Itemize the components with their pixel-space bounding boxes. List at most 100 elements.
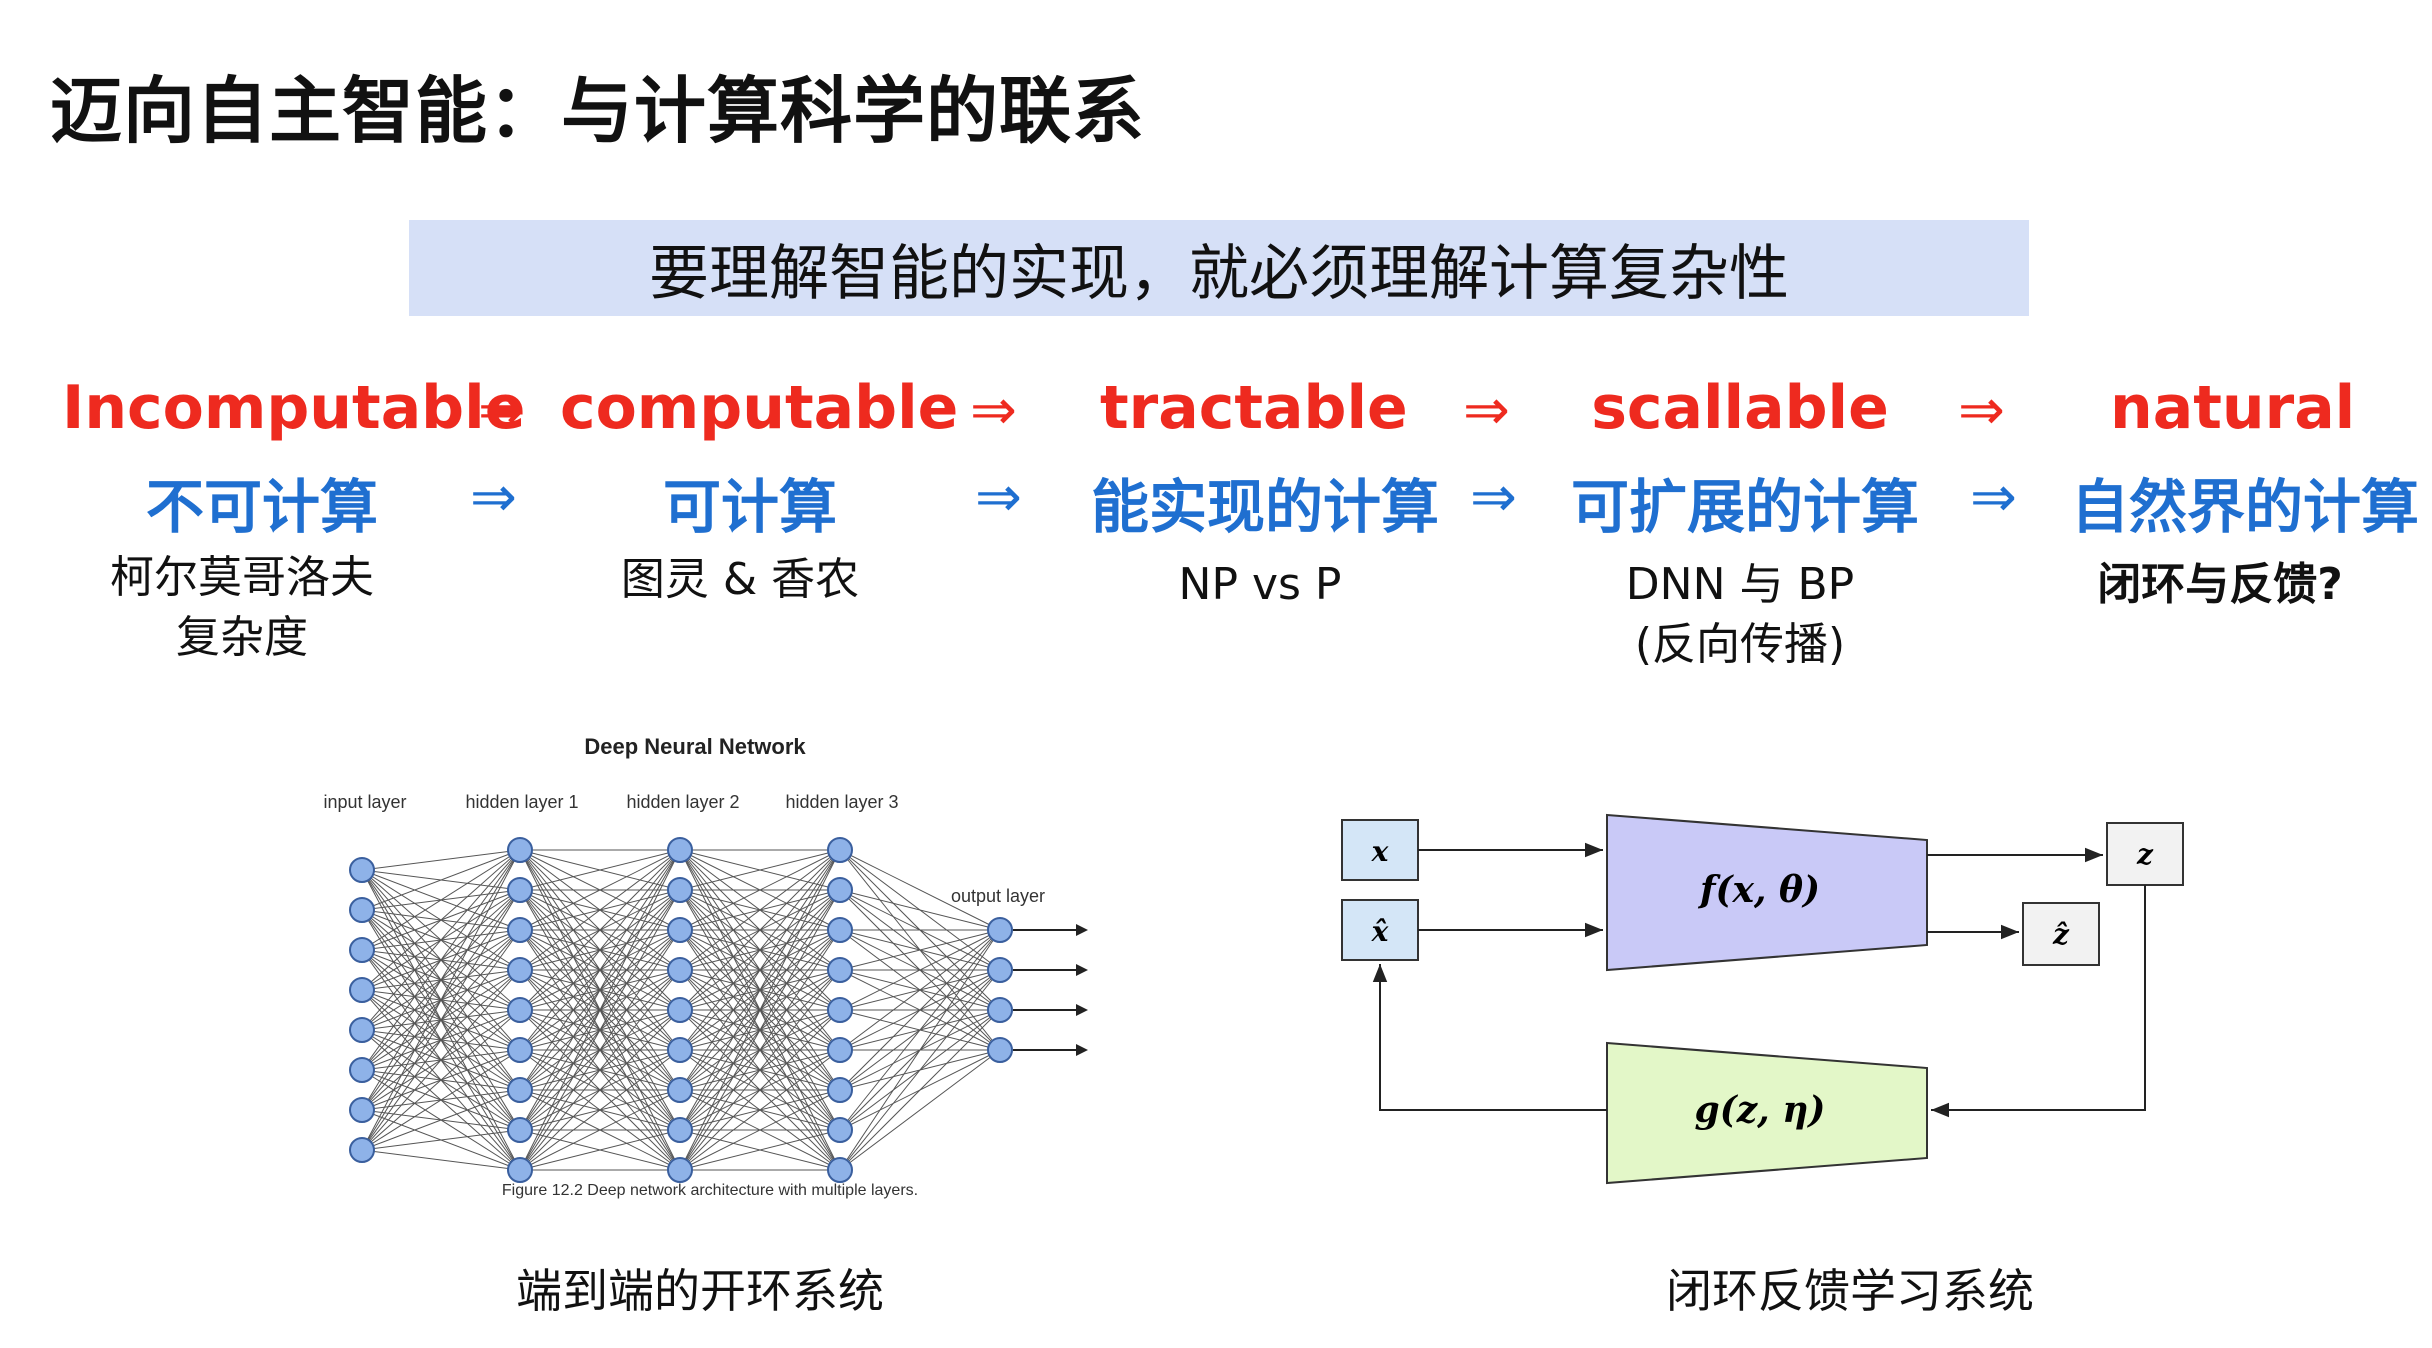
dnn-neuron	[507, 1157, 533, 1183]
dnn-neuron	[987, 957, 1013, 983]
dnn-connection	[361, 849, 521, 911]
dnn-connection	[361, 1009, 521, 1151]
stage-en-incomputable: Incomputable	[62, 373, 526, 443]
dnn-neuron	[667, 957, 693, 983]
stage-note-scallable: DNN 与 BP (反向传播)	[1580, 555, 1900, 675]
dnn-connection	[519, 849, 681, 1131]
arrow-right-icon: ⇒	[470, 465, 517, 530]
input-x-box	[1341, 819, 1419, 881]
banner-text: 要理解智能的实现，就必须理解计算复杂性	[649, 238, 1789, 309]
dnn-connection	[679, 849, 841, 1051]
dnn-connection	[519, 849, 681, 1171]
dnn-neuron	[349, 1057, 375, 1083]
dnn-neuron	[349, 897, 375, 923]
dnn-connection	[361, 969, 521, 1151]
note-line: 柯尔莫哥洛夫	[110, 552, 374, 603]
dnn-connection	[679, 929, 841, 1171]
dnn-connection	[519, 849, 681, 1091]
arrow-right-icon: ⇒	[1470, 465, 1517, 530]
arrow-right-icon: ⇒	[478, 378, 525, 443]
dnn-connection	[839, 929, 1001, 1171]
dnn-neuron	[827, 1037, 853, 1063]
dnn-connection	[679, 849, 841, 891]
dnn-neuron	[827, 997, 853, 1023]
dnn-connection	[839, 1009, 1001, 1171]
dnn-connection	[519, 1049, 681, 1171]
dnn-caption: 端到端的开环系统	[516, 1264, 884, 1318]
dnn-title: Deep Neural Network	[584, 734, 806, 759]
dnn-connection	[679, 1049, 841, 1171]
stage-zh-incomputable: 不可计算	[145, 473, 378, 541]
encoder-label: f(x, θ)	[1697, 869, 1820, 911]
dnn-neuron	[507, 1037, 533, 1063]
input-x-label: x	[1371, 835, 1389, 868]
output-zhat-box	[2022, 902, 2100, 966]
dnn-connection	[519, 1089, 681, 1171]
note-line: 复杂度	[176, 612, 308, 663]
dnn-neuron	[349, 937, 375, 963]
dnn-neuron	[349, 857, 375, 883]
dnn-layer-label: input layer	[323, 792, 406, 812]
stage-zh-scallable: 可扩展的计算	[1570, 473, 1919, 541]
dnn-connection	[679, 849, 841, 1171]
dnn-connection	[519, 849, 681, 931]
dnn-neuron	[349, 977, 375, 1003]
dnn-neuron	[667, 1117, 693, 1143]
dnn-neuron	[987, 1037, 1013, 1063]
encoder-block	[1606, 813, 1928, 972]
output-zhat-label: ẑ	[2052, 918, 2070, 951]
input-xhat-label: x̂	[1371, 915, 1389, 948]
dnn-neuron	[667, 997, 693, 1023]
stage-en-computable: computable	[560, 373, 959, 443]
dnn-neuron	[827, 957, 853, 983]
dnn-connection	[519, 1129, 681, 1171]
dnn-connection	[679, 849, 841, 1091]
dnn-connection	[361, 1089, 521, 1151]
dnn-figure: Deep Neural Network input layer hidden l…	[323, 734, 1088, 1199]
dnn-layer-label: hidden layer 2	[626, 792, 739, 812]
dnn-neuron	[667, 837, 693, 863]
arrow-head-icon	[1076, 1044, 1088, 1056]
dnn-neuron	[507, 837, 533, 863]
dnn-neuron	[827, 1077, 853, 1103]
dnn-neuron	[349, 1137, 375, 1163]
dnn-neuron	[507, 1117, 533, 1143]
dnn-connection	[519, 969, 681, 1171]
dnn-connection	[839, 929, 1001, 1011]
dnn-neuron	[667, 1037, 693, 1063]
note-line: DNN 与 BP	[1625, 559, 1855, 610]
dnn-layer-label: hidden layer 3	[785, 792, 898, 812]
arrow-right-icon: ⇒	[970, 378, 1017, 443]
dnn-neuron	[827, 1117, 853, 1143]
dnn-connection	[679, 849, 841, 1131]
stage-en-natural: natural	[2110, 373, 2356, 443]
dnn-neuron	[827, 877, 853, 903]
dnn-connection	[519, 849, 681, 971]
arrow-right-icon: ⇒	[975, 465, 1022, 530]
dnn-connection	[361, 849, 521, 1071]
dnn-connection	[839, 969, 1001, 1171]
dnn-neuron	[667, 1077, 693, 1103]
dnn-connection	[839, 1049, 1001, 1171]
closed-loop-diagram: x x̂ f(x, θ) g(z, η) z ẑ	[1341, 813, 2184, 1185]
stage-note-incomputable: 柯尔莫哥洛夫 复杂度	[82, 548, 402, 668]
dnn-connection	[361, 849, 521, 951]
dnn-connection	[519, 889, 681, 1171]
dnn-connection	[839, 889, 1001, 931]
dnn-connection	[519, 1009, 681, 1171]
dnn-connection	[361, 1149, 521, 1171]
dnn-neuron	[987, 997, 1013, 1023]
banner-statement: 要理解智能的实现，就必须理解计算复杂性	[409, 220, 2029, 316]
dnn-connection	[679, 849, 841, 1011]
note-line: (反向传播)	[1634, 619, 1846, 670]
slide-title: 迈向自主智能：与计算科学的联系	[50, 69, 1146, 153]
dnn-neurons	[349, 837, 1088, 1183]
dnn-connection	[361, 849, 521, 1031]
arrow-head-icon	[1076, 924, 1088, 936]
dnn-connection	[839, 929, 1001, 1051]
stage-zh-computable: 可计算	[662, 473, 837, 541]
dnn-connection	[361, 849, 521, 1151]
dnn-connection	[361, 849, 521, 1111]
dnn-connection	[839, 929, 1001, 971]
dnn-connection	[361, 929, 521, 1151]
